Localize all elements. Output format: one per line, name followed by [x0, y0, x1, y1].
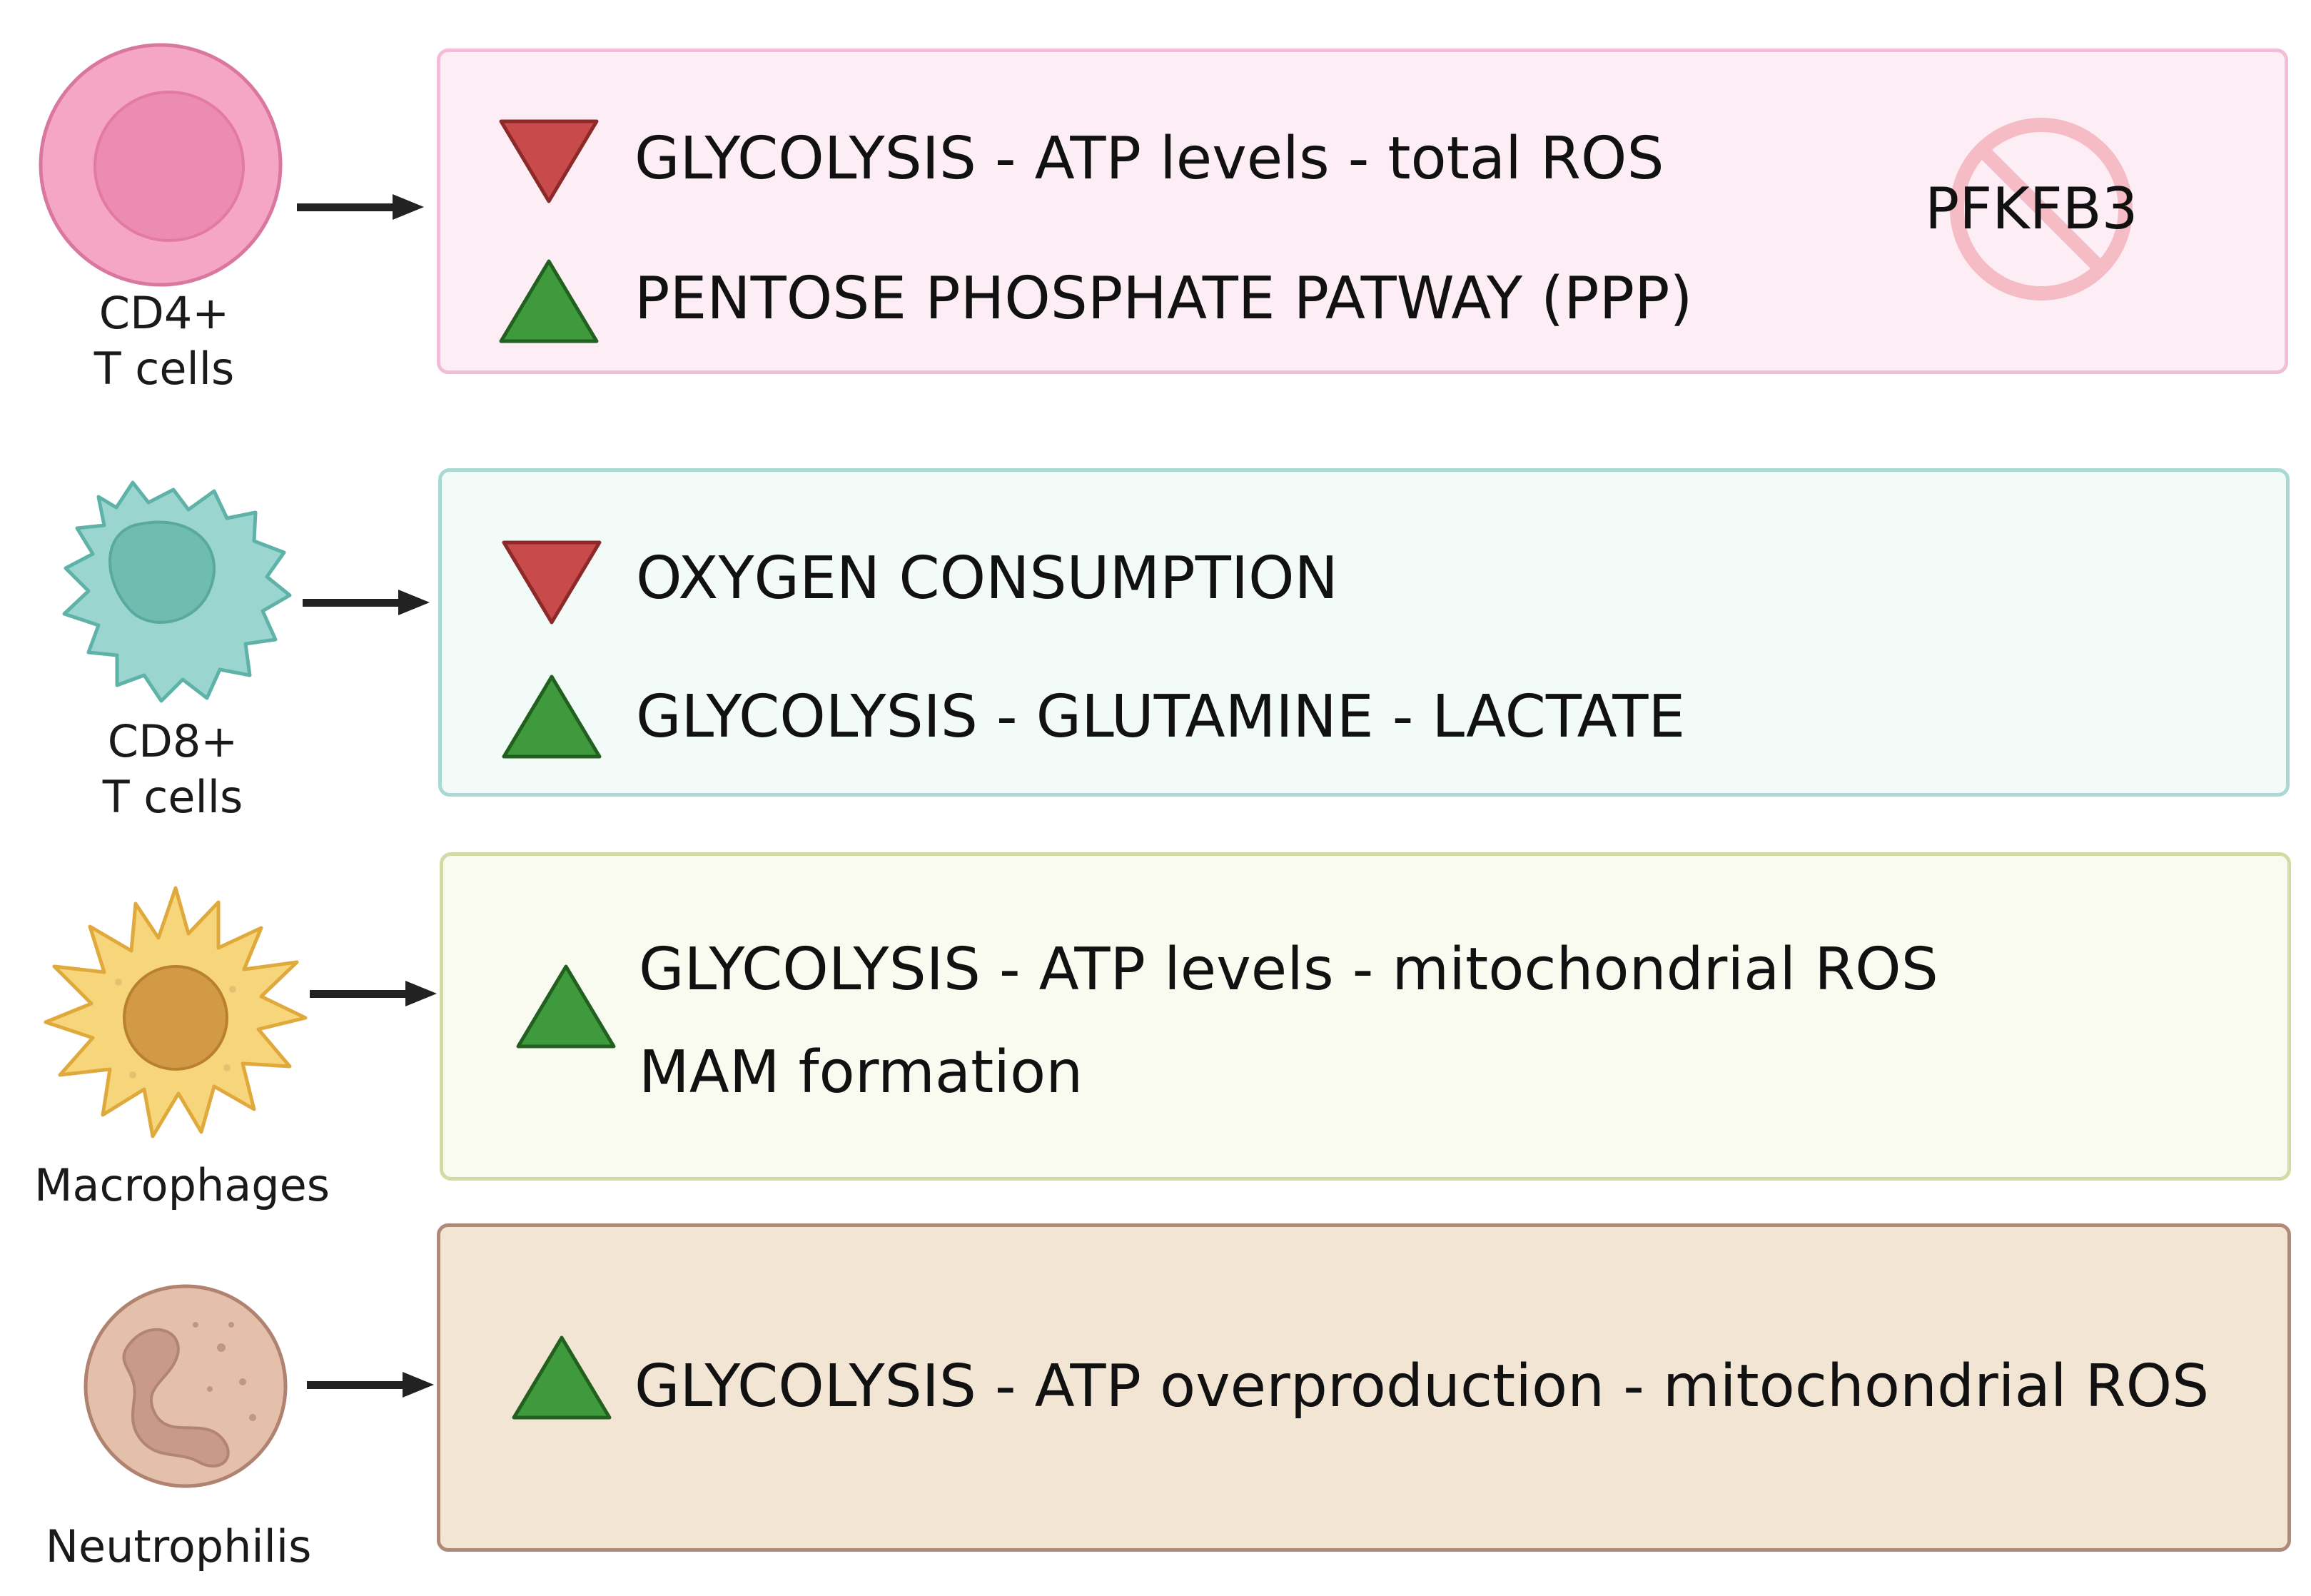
macrophage-cell-label: Macrophages [34, 1159, 330, 1211]
macrophage-row-2-text: MAM formation [639, 1039, 1083, 1106]
cd4-t-cell-icon [37, 41, 284, 288]
down-triangle-icon [499, 119, 599, 203]
up-triangle-icon [502, 675, 602, 759]
pfkfb3-label: PFKFB3 [1925, 176, 2138, 242]
macrophage-icon [40, 882, 311, 1142]
cd8-cell-label: CD8+ T cells [102, 715, 243, 823]
macrophage-arrow [310, 978, 438, 1012]
macrophage-row-1-text: GLYCOLYSIS - ATP levels - mitochondrial … [639, 936, 1938, 1004]
neutrophil-icon [81, 1282, 290, 1490]
cd8-t-cell-icon [49, 468, 297, 708]
cd4-cell-label: CD4+ T cells [93, 287, 235, 395]
cd4-row-2-text: PENTOSE PHOSPHATE PATWAY (PPP) [634, 265, 1693, 333]
neutrophil-row-1-text: GLYCOLYSIS - ATP overproduction - mitoch… [634, 1353, 2210, 1420]
up-triangle-icon [516, 964, 616, 1049]
prohibited-icon [1945, 113, 2138, 305]
cd8-row-2-text: GLYCOLYSIS - GLUTAMINE - LACTATE [636, 683, 1686, 751]
cd4-arrow [297, 191, 425, 226]
cd8-metabolism-panel: OXYGEN CONSUMPTION GLYCOLYSIS - GLUTAMIN… [438, 468, 2290, 797]
up-triangle-icon [499, 259, 599, 343]
down-triangle-icon [502, 540, 602, 625]
up-triangle-icon [512, 1335, 612, 1420]
cd8-arrow [303, 587, 431, 621]
neutrophil-cell-label: Neutrophilis [45, 1520, 312, 1572]
neutrophil-metabolism-panel: GLYCOLYSIS - ATP overproduction - mitoch… [437, 1223, 2291, 1552]
cd4-metabolism-panel: GLYCOLYSIS - ATP levels - total ROS PENT… [437, 49, 2288, 374]
neutrophil-arrow [307, 1369, 435, 1403]
macrophage-metabolism-panel: GLYCOLYSIS - ATP levels - mitochondrial … [440, 852, 2291, 1181]
cd8-row-1-text: OXYGEN CONSUMPTION [636, 545, 1338, 612]
cd4-row-1-text: GLYCOLYSIS - ATP levels - total ROS [634, 125, 1664, 193]
